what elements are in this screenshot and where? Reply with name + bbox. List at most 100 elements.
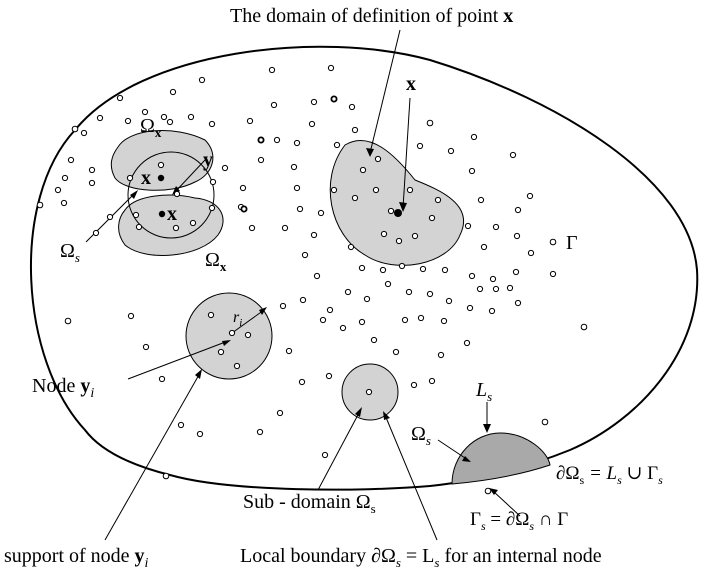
node-marker [273, 136, 281, 144]
node-marker [428, 377, 436, 385]
node-marker [374, 155, 382, 163]
node-marker [441, 266, 449, 274]
omega-s-overlap-circle [127, 151, 215, 239]
node-marker [330, 95, 338, 103]
node-marker [326, 306, 334, 314]
node-marker [351, 126, 359, 134]
node-marker [384, 280, 392, 288]
node-marker [468, 272, 476, 280]
node-marker [489, 275, 497, 283]
node-marker [410, 381, 418, 389]
node-marker [512, 268, 520, 276]
node-marker [416, 142, 424, 150]
node-marker [127, 312, 135, 320]
radius-label: ri [233, 309, 242, 329]
node-marker [285, 347, 293, 355]
node-marker [308, 120, 316, 128]
node-marker [513, 232, 521, 240]
point-x-right-marker [394, 209, 402, 217]
node-marker [437, 351, 445, 359]
node-marker [141, 108, 149, 116]
node-marker [470, 133, 478, 141]
node-marker [221, 164, 229, 172]
boundary-node-marker [162, 472, 170, 480]
ls-label: Ls [475, 379, 492, 404]
gamma-s-equation-label: Γs = ∂Ωs ∩ Γ [470, 509, 568, 533]
node-marker [333, 141, 341, 149]
node-marker [514, 206, 522, 214]
node-marker [463, 339, 471, 347]
node-marker [344, 288, 352, 296]
node-marker [492, 223, 500, 231]
node-marker [172, 224, 180, 232]
node-marker [270, 101, 278, 109]
node-marker [509, 151, 517, 159]
node-marker [330, 186, 338, 194]
node-marker [549, 270, 557, 278]
boundary-node-marker [484, 487, 492, 495]
node-marker [244, 331, 252, 339]
node-marker [169, 88, 177, 96]
omega-s-right-label: Ωs [411, 423, 431, 448]
node-marker [126, 174, 134, 182]
node-marker [445, 297, 453, 305]
node-marker [358, 264, 366, 272]
node-marker [313, 272, 321, 280]
node-marker [317, 209, 325, 217]
node-marker [476, 285, 484, 293]
node-marker [428, 214, 436, 222]
node-marker [319, 316, 327, 324]
node-marker [417, 314, 425, 322]
node-marker [468, 167, 476, 175]
point-x-upper-marker [157, 174, 165, 182]
node-marker [248, 224, 256, 232]
node-marker [96, 114, 104, 122]
node-marker [92, 229, 100, 237]
node-marker [88, 179, 96, 187]
node-marker [268, 66, 276, 74]
node-marker [173, 190, 181, 198]
node-marker [395, 237, 403, 245]
node-marker [298, 378, 306, 386]
node-marker [256, 428, 264, 436]
point-x-right-label: x [406, 73, 416, 95]
node-marker [257, 156, 265, 164]
node-marker [387, 207, 395, 215]
node-marker [480, 243, 488, 251]
node-marker [233, 362, 241, 370]
node-marker [327, 64, 335, 72]
node-marker [363, 295, 371, 303]
node-marker [301, 251, 309, 259]
node-marker [406, 186, 414, 194]
node-marker [124, 117, 132, 125]
node-marker [310, 98, 318, 106]
node-marker [359, 166, 367, 174]
node-marker [166, 118, 174, 126]
node-marker [281, 224, 289, 232]
boundary-node-marker [541, 418, 549, 426]
node-marker [187, 113, 195, 121]
boundary-node-marker [36, 201, 44, 209]
node-marker [339, 324, 347, 332]
node-marker [177, 421, 185, 429]
node-marker [208, 204, 216, 212]
node-marker [447, 147, 455, 155]
node-marker [514, 299, 522, 307]
gamma-label: Γ [566, 232, 578, 254]
boundary-node-marker [549, 238, 557, 246]
point-x-upper-label: x [141, 167, 151, 189]
boundary-equation-label: ∂Ωs = Ls ∪ Γs [556, 463, 663, 487]
omega-x-lower-region [118, 194, 224, 256]
node-marker [257, 136, 265, 144]
node-marker [157, 161, 165, 169]
node-marker [228, 329, 236, 337]
node-marker [419, 265, 427, 273]
node-marker [239, 184, 247, 192]
node-marker [135, 223, 143, 231]
local-boundary-label: Local boundary ∂Ωs = Ls for an internal … [240, 545, 602, 570]
point-x-lower-marker [158, 210, 166, 218]
node-marker [160, 113, 168, 121]
sub-domain-label: Sub - domain Ωs [243, 491, 376, 516]
boundary-node-marker [71, 125, 79, 133]
node-marker [348, 103, 356, 111]
